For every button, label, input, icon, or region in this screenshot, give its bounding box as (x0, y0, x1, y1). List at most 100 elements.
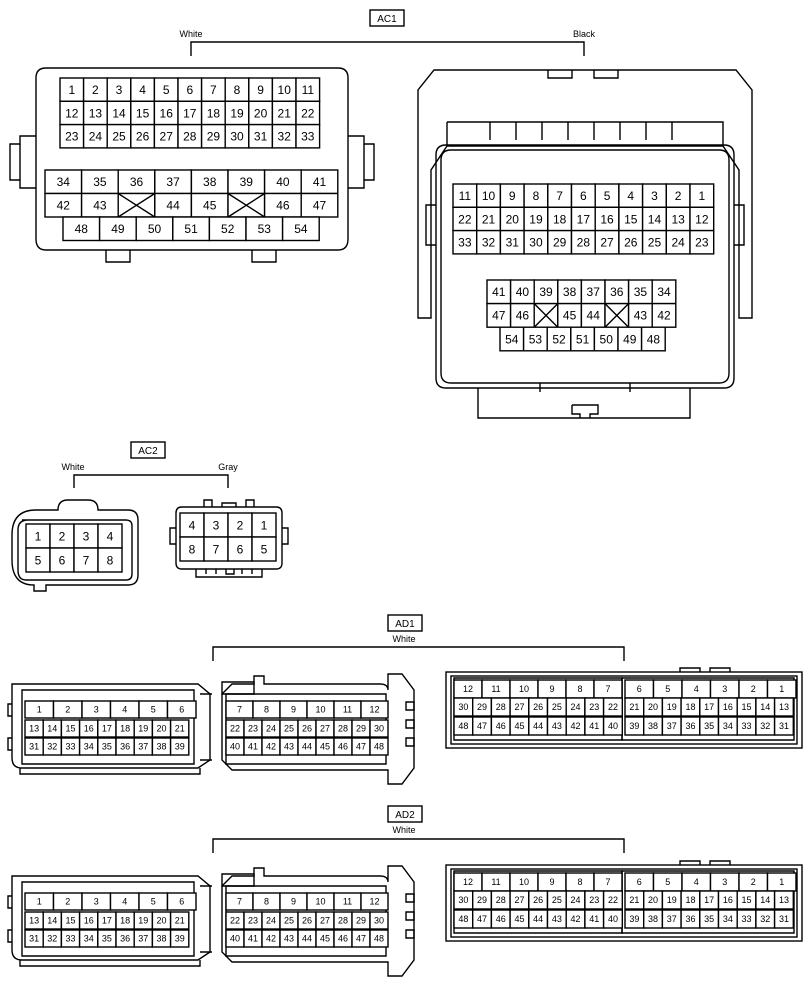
ad2-female-pin-number: 42 (571, 914, 581, 924)
ad1-male-pin-cell: 31 (24, 737, 44, 756)
ac1-black-pin-cell: 43 (627, 302, 653, 328)
ad1-male-pin-cell: 34 (78, 737, 99, 756)
ad2-male-pin-number: 38 (156, 934, 166, 944)
ad2-female-pin-number: 32 (760, 914, 770, 924)
ac1-white-pin-number: 38 (203, 175, 217, 189)
ad2-male-pin-number: 26 (302, 916, 312, 926)
ac1-white-pin-cell: 37 (154, 169, 193, 195)
ad2-female-pin-number: 18 (685, 895, 695, 905)
ad1-female-pin-number: 25 (552, 702, 562, 712)
ad1-male-pin-number: 45 (320, 742, 330, 752)
ac1-white-pin-cell: 22 (295, 100, 321, 126)
ad2-female-pin-number: 3 (722, 877, 727, 887)
ad2-female-pin-cell: 42 (565, 909, 586, 929)
ad2-female-pin-cell: 7 (593, 872, 623, 892)
ad2-female-pin-cell: 10 (509, 872, 539, 892)
ad2-male-pin-number: 22 (230, 916, 240, 926)
ac1-white-pin-number: 37 (166, 175, 180, 189)
ac1-bracket (190, 41, 585, 56)
ad1-female-pin-cell: 20 (643, 697, 664, 717)
ad1-male-pin-cell: 10 (306, 700, 335, 719)
ac1-white-pin-number: 45 (203, 199, 217, 213)
ad1-male-pin-cell: 46 (333, 737, 353, 756)
ad1-male-pin-cell: 23 (243, 719, 263, 738)
ad1-male-pin-number: 35 (102, 742, 112, 752)
ac1-white-pin-number: 41 (313, 175, 327, 189)
ad2-male-pin-cell: 38 (151, 929, 172, 948)
ac1-black-pin-cell: 54 (499, 326, 525, 352)
ac1-black-pin-number: 37 (587, 285, 601, 299)
ad2-male-pin-number: 16 (84, 916, 94, 926)
ad2-male-pin-cell: 1 (24, 892, 55, 911)
ac1-black-pin-number: 6 (580, 189, 587, 203)
ad2-female-pin-number: 37 (667, 914, 677, 924)
ac2-gray-pin-cell: 1 (251, 512, 277, 538)
ad1-female-pin-cell: 41 (584, 716, 605, 736)
ac1-black-pin-cell: 19 (523, 206, 549, 232)
ad1-female-pin-cell: 5 (652, 679, 683, 699)
ac1-white-pin-cell: 35 (80, 169, 119, 195)
ad2-male-pin-cell: 41 (243, 929, 263, 948)
ad1-female-pin-cell: 39 (624, 716, 645, 736)
ad2-male-pin-number: 33 (65, 934, 75, 944)
ad1-female-pin-cell: 43 (546, 716, 567, 736)
ac1-white-pin-number: 3 (116, 83, 123, 97)
ac2-white-pin-cell: 5 (25, 547, 51, 573)
ac2-gray-pin-number: 6 (237, 542, 244, 556)
ac1-black-pin-number: 5 (604, 189, 611, 203)
ad2-female-pin-number: 1 (779, 877, 784, 887)
ad2-female-pin-number: 35 (704, 914, 714, 924)
ad1-male-pin-cell: 21 (169, 719, 190, 738)
ad1-female-pin-cell: 35 (699, 716, 720, 736)
ad2-female-pin-cell: 31 (773, 909, 794, 929)
ac1-white-pin-cell: 24 (82, 123, 108, 149)
ad2-female-pin-number: 44 (533, 914, 543, 924)
ad2-female-pin-cell: 1 (766, 872, 797, 892)
ac1-black-pin-number: 9 (509, 189, 516, 203)
ad2-female-pin-cell: 28 (490, 890, 511, 910)
ac1-white-pin-number: 44 (166, 199, 180, 213)
ad1-female-pin-cell: 18 (680, 697, 701, 717)
ad2-female-pin-number: 48 (458, 914, 468, 924)
ac1-white-pin-number: 25 (112, 130, 126, 144)
ad1-female-pin-number: 44 (533, 721, 543, 731)
ad2-male-pin-cell: 12 (360, 892, 389, 911)
ad1-female-pin-number: 45 (514, 721, 524, 731)
ad2-male-pin-number: 19 (138, 916, 148, 926)
ad2-female-pin-number: 41 (589, 914, 599, 924)
ad2-male-pin-cell: 40 (225, 929, 245, 948)
ad1-male-pin-number: 8 (264, 705, 269, 715)
ad1-male-pin-number: 30 (374, 724, 384, 734)
ac1-white-pin-number: 39 (240, 175, 254, 189)
ac1-black-pin-cell: 22 (452, 206, 478, 232)
ac1-white-pin-cell: 42 (44, 192, 83, 218)
ad2-female-pin-cell: 23 (584, 890, 605, 910)
ac2-white-pin-cell: 1 (25, 523, 51, 549)
ad2-female-pin-cell: 45 (509, 909, 530, 929)
ad2-female-pin-number: 30 (458, 895, 468, 905)
ac1-black-pin-cell: 53 (522, 326, 548, 352)
ad1-male-pin-number: 32 (47, 742, 57, 752)
ad1-female-pin-number: 23 (589, 702, 599, 712)
ac2-white-pin-number: 4 (107, 529, 114, 543)
ad1-male-pin-cell: 45 (315, 737, 335, 756)
ad1-female-pin-number: 36 (685, 721, 695, 731)
ad2-female-pin-number: 39 (629, 914, 639, 924)
ad2-female-pin-cell: 48 (453, 909, 474, 929)
ad2-female-pin-number: 5 (665, 877, 670, 887)
ac1-black-pin-cell: 42 (651, 302, 677, 328)
ad1-female-pin-number: 24 (571, 702, 581, 712)
ad2-male-pin-number: 11 (343, 897, 352, 907)
ac1-black-pin-number: 42 (657, 309, 671, 323)
ac1-black-pin-cell: 48 (640, 326, 666, 352)
ac1-black-pin-number: 11 (459, 189, 472, 203)
ac1-black-pin-number: 18 (553, 212, 567, 226)
ac1-black-pin-cell: 8 (523, 183, 549, 208)
